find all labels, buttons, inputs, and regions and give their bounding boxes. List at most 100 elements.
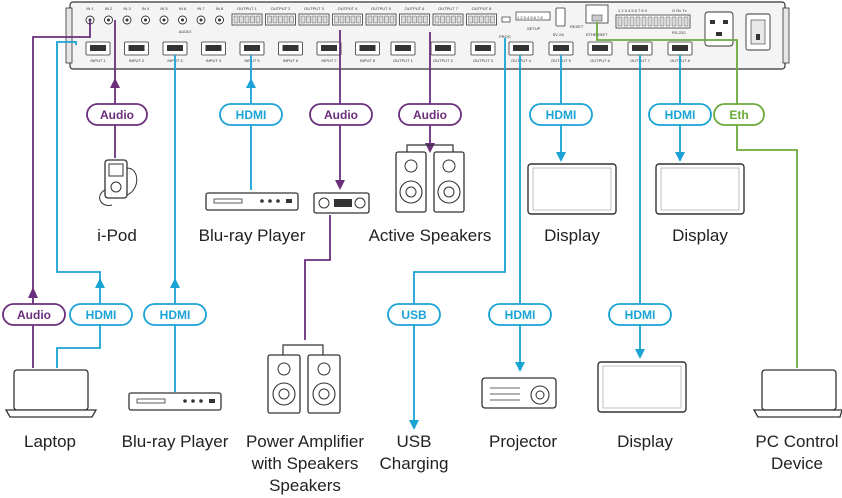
reset-label: RESET <box>570 24 584 29</box>
arrow-display3 <box>635 349 645 359</box>
pill-bluray-bottom-hdmi: HDMI <box>143 303 207 326</box>
hdmi-output-port-label: OUTPUT 6 <box>590 58 610 63</box>
pill-ipod-audio: Audio <box>86 103 148 126</box>
audio-input-label: IN 7 <box>197 6 205 11</box>
dip-switch <box>515 11 551 21</box>
svg-text:HDMI: HDMI <box>236 108 267 122</box>
hdmi-output-port-label: OUTPUT 2 <box>433 58 453 63</box>
prog-usb-port <box>501 16 511 23</box>
svg-text:HDMI: HDMI <box>625 308 656 322</box>
audio-section-label: AUDIO <box>179 29 192 34</box>
rs232-terminal-block <box>615 14 691 29</box>
label-power-amp-3: Speakers <box>269 476 341 495</box>
rs232-numbers: 1 2 3 4 5 6 7 8 9 <box>618 8 648 13</box>
cable-laptop-hdmi <box>56 41 101 368</box>
dip-numbers: 1 2 3 4 5 6 7 8 <box>517 15 543 20</box>
hdmi-output-port: OUTPUT 6 <box>587 41 613 63</box>
hdmi-output-port: OUTPUT 3 <box>470 41 496 63</box>
pill-usb: USB <box>387 303 441 326</box>
audio-output-label: OUTPUT 1 <box>237 6 257 11</box>
audio-input-jack: IN 7 <box>196 6 206 25</box>
arrow-ipod-audio <box>110 78 120 88</box>
arrow-laptop-audio <box>28 287 38 298</box>
hdmi-output-port-label: OUTPUT 1 <box>393 58 413 63</box>
rs232-pins: G Rx Tx <box>672 8 687 13</box>
pill-display1-hdmi: HDMI <box>529 103 593 126</box>
audio-output-terminal: OUTPUT 1 <box>231 6 263 26</box>
pc-control-device <box>752 369 842 418</box>
rs232-label: RS-232 <box>672 30 686 35</box>
hdmi-input-port-label: INPUT 2 <box>129 58 145 63</box>
device-labels: i-Pod Blu-ray Player Active Speakers Dis… <box>24 226 839 495</box>
amplifier-device <box>313 192 370 214</box>
hdmi-output-port: OUTPUT 2 <box>430 41 456 63</box>
label-bluray-top: Blu-ray Player <box>199 226 306 245</box>
power-amplifier-speakers-device <box>267 344 341 414</box>
audio-output-label: OUTPUT 2 <box>271 6 291 11</box>
cable-amp-to-speakers <box>304 215 331 340</box>
audio-output-terminal: OUTPUT 6 <box>399 6 430 26</box>
laptop-device <box>4 369 98 418</box>
arrow-bluray-top <box>246 78 256 88</box>
audio-output-terminal: OUTPUT 4 <box>332 6 363 26</box>
label-projector: Projector <box>489 432 557 451</box>
rs232-screw <box>623 16 629 27</box>
rs232-screw <box>647 16 653 27</box>
power-switch-rocker <box>750 19 766 45</box>
audio-input-jack: IN 6 <box>178 6 187 25</box>
svg-text:Audio: Audio <box>17 308 51 322</box>
hdmi-output-port-label: OUTPUT 3 <box>473 58 493 63</box>
label-usb-1: USB <box>397 432 432 451</box>
pill-projector-hdmi: HDMI <box>488 303 552 326</box>
hdmi-input-port-label: INPUT 4 <box>206 58 222 63</box>
rs232-screw <box>677 16 683 27</box>
arrow-laptop-hdmi <box>95 278 105 288</box>
audio-output-label: OUTPUT 3 <box>304 6 324 11</box>
arrow-display1 <box>556 152 566 162</box>
hdmi-input-port: INPUT 8 <box>355 41 380 63</box>
audio-output-label: OUTPUT 5 <box>371 6 391 11</box>
label-display3: Display <box>617 432 673 451</box>
svg-text:Audio: Audio <box>413 108 447 122</box>
bluray-bottom-device <box>128 392 222 411</box>
audio-output-terminal: OUTPUT 5 <box>365 6 397 26</box>
hdmi-output-port: OUTPUT 4 <box>508 41 534 63</box>
audio-input-jack: IN 8 <box>215 6 224 25</box>
rs232-screw <box>617 16 623 27</box>
audio-input-label: IN 3 <box>123 6 131 11</box>
power-inlet-pin-3 <box>716 32 722 36</box>
audio-input-label: IN 4 <box>142 6 150 11</box>
pill-laptop-hdmi: HDMI <box>69 303 133 326</box>
rs232-screw <box>671 16 677 27</box>
pill-amp-audio: Audio <box>309 103 373 126</box>
svg-text:HDMI: HDMI <box>160 308 191 322</box>
hdmi-input-port-label: INPUT 5 <box>244 58 260 63</box>
hdmi-output-port-label: OUTPUT 4 <box>511 58 531 63</box>
label-display1: Display <box>544 226 600 245</box>
audio-input-label: IN 6 <box>179 6 187 11</box>
label-bluray-bottom: Blu-ray Player <box>122 432 229 451</box>
panel-ear-right <box>782 7 790 64</box>
pill-bluray-top-hdmi: HDMI <box>219 103 283 126</box>
arrow-projector <box>515 362 525 372</box>
projector-device <box>481 377 557 409</box>
svg-text:Audio: Audio <box>100 108 134 122</box>
active-speakers-device <box>395 144 465 213</box>
svg-text:HDMI: HDMI <box>665 108 696 122</box>
hdmi-input-port: INPUT 4 <box>201 41 226 63</box>
rs232-screw <box>665 16 671 27</box>
label-active-speakers: Active Speakers <box>369 226 492 245</box>
cable-ethernet <box>596 22 798 368</box>
audio-input-jack: IN 4 <box>141 6 150 25</box>
audio-input-label: IN 8 <box>216 6 224 11</box>
svg-text:HDMI: HDMI <box>86 308 117 322</box>
pill-speakers-audio: Audio <box>398 103 462 126</box>
audio-input-label: IN 5 <box>160 6 168 11</box>
rs232-screw <box>629 16 635 27</box>
ipod-device <box>99 159 138 206</box>
